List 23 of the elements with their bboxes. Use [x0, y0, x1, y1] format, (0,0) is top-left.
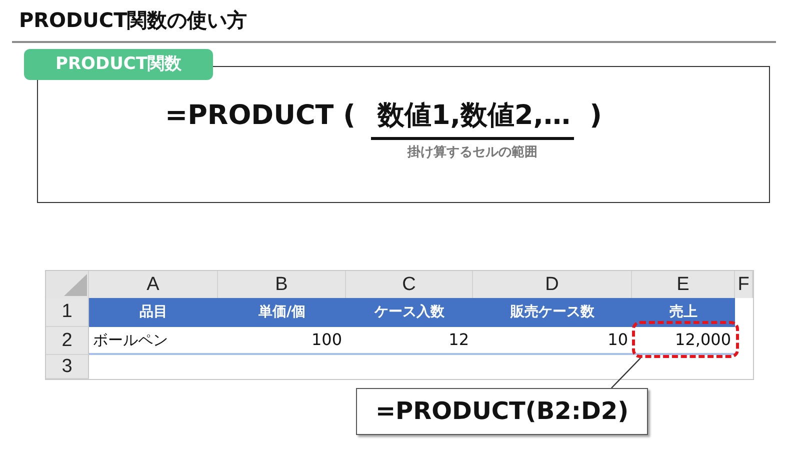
column-header: E	[632, 271, 735, 298]
column-header: F	[735, 271, 753, 298]
tab-label: PRODUCT関数	[24, 49, 213, 80]
annotation-text: 掛け算するセルの範囲	[408, 145, 538, 161]
header-cell: 販売ケース数	[473, 298, 632, 327]
leader-line	[611, 358, 641, 388]
callout-box: =PRODUCT(B2:D2)	[356, 388, 648, 435]
row-header: 1	[46, 298, 89, 327]
argument-text: 数値1,数値2,…	[371, 98, 574, 140]
header-cell: ケース入数	[346, 298, 473, 327]
formula-text: )	[590, 99, 602, 133]
formula-text: =PRODUCT (	[165, 99, 356, 133]
column-header: A	[89, 271, 218, 298]
header-cell: 売上	[632, 298, 735, 327]
title: PRODUCT関数の使い方	[19, 7, 248, 33]
column-header: D	[473, 271, 632, 298]
column-header: C	[346, 271, 473, 298]
header-cell: 品目	[89, 298, 218, 327]
row-header: 2	[46, 327, 89, 355]
header-cell: 単価/個	[218, 298, 346, 327]
row-header: 3	[46, 355, 89, 379]
highlight-box	[632, 321, 739, 358]
column-header: B	[218, 271, 346, 298]
